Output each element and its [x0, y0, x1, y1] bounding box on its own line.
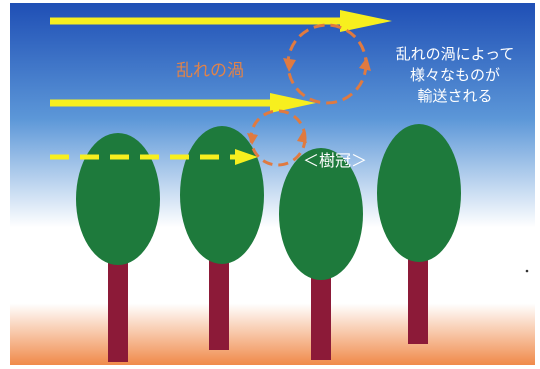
eddy-label: 乱れの渦	[176, 61, 244, 81]
crown-label: ＜樹冠＞	[303, 151, 368, 170]
tree-3	[279, 148, 363, 360]
eddy-large	[283, 23, 371, 105]
transport-caption-line: 乱れの渦によって	[395, 45, 515, 63]
tree-crown	[377, 124, 461, 262]
eddy-arrowhead	[247, 133, 258, 145]
dot-mark	[525, 269, 529, 273]
tree-crown	[180, 126, 264, 264]
eddy-small	[247, 109, 307, 167]
arrow-head	[340, 10, 392, 32]
eddy-arrowhead	[283, 58, 296, 72]
tree-crown	[279, 148, 363, 280]
tree-4	[377, 124, 461, 344]
tree-trunk	[108, 245, 128, 362]
wind-arrow-top	[50, 10, 392, 32]
arrow-head	[235, 149, 258, 165]
wind-arrow-middle	[50, 93, 316, 113]
transport-caption-line: 様々なものが	[409, 66, 500, 84]
eddy-arrowhead	[297, 131, 307, 143]
arrow-head	[270, 93, 316, 113]
tree-1	[76, 133, 160, 362]
eddy-arrowhead	[359, 57, 371, 71]
transport-caption-line: 輸送される	[417, 87, 493, 105]
transport-caption: 乱れの渦によって 様々なものが 輸送される	[385, 44, 525, 107]
wind-arrow-dashed	[50, 149, 258, 165]
tree-crown	[76, 133, 160, 265]
